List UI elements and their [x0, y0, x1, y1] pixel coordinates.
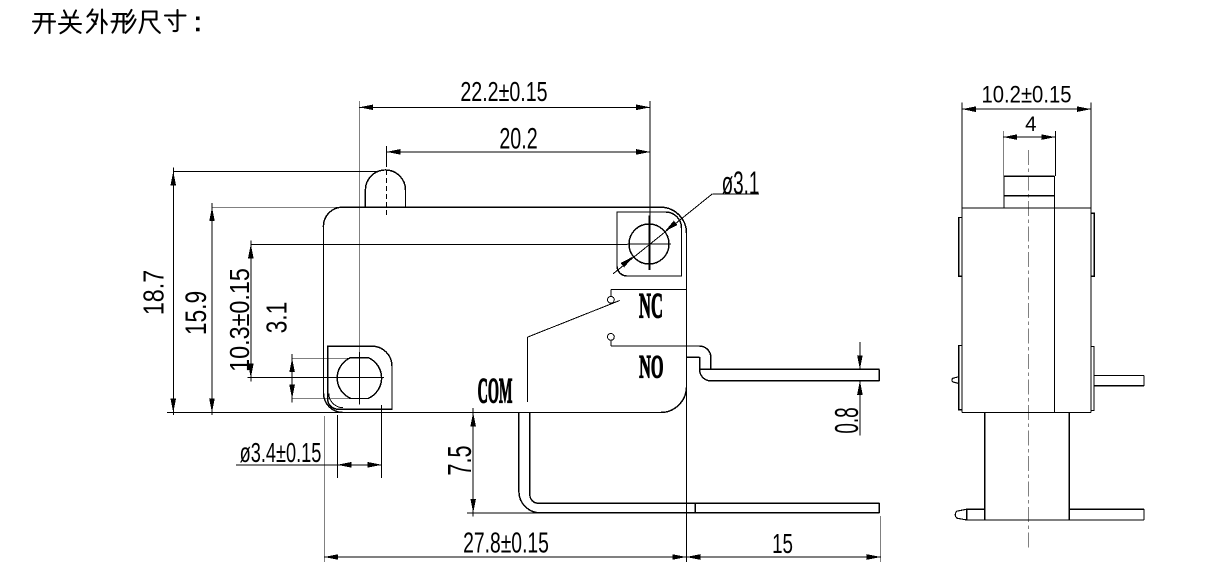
svg-text:NC: NC [639, 287, 663, 327]
svg-text:15.9: 15.9 [179, 291, 213, 335]
svg-text:27.8±0.15: 27.8±0.15 [463, 528, 549, 560]
svg-text:20.2: 20.2 [499, 123, 537, 156]
svg-text:22.2±0.15: 22.2±0.15 [460, 77, 547, 108]
svg-text:10.3±0.15: 10.3±0.15 [225, 268, 255, 372]
svg-text:COM: COM [478, 371, 513, 410]
svg-text:18.7: 18.7 [137, 270, 170, 315]
svg-text:0.8: 0.8 [827, 407, 865, 433]
svg-text:10.2±0.15: 10.2±0.15 [982, 81, 1072, 108]
svg-text:3.1: 3.1 [260, 302, 293, 334]
svg-text:15: 15 [772, 528, 793, 558]
svg-text:ø3.4±0.15: ø3.4±0.15 [240, 437, 322, 468]
svg-text:ø3.1: ø3.1 [722, 165, 760, 202]
svg-text:NO: NO [639, 348, 663, 385]
svg-text:7.5: 7.5 [440, 445, 478, 475]
svg-text:4: 4 [1025, 113, 1037, 137]
